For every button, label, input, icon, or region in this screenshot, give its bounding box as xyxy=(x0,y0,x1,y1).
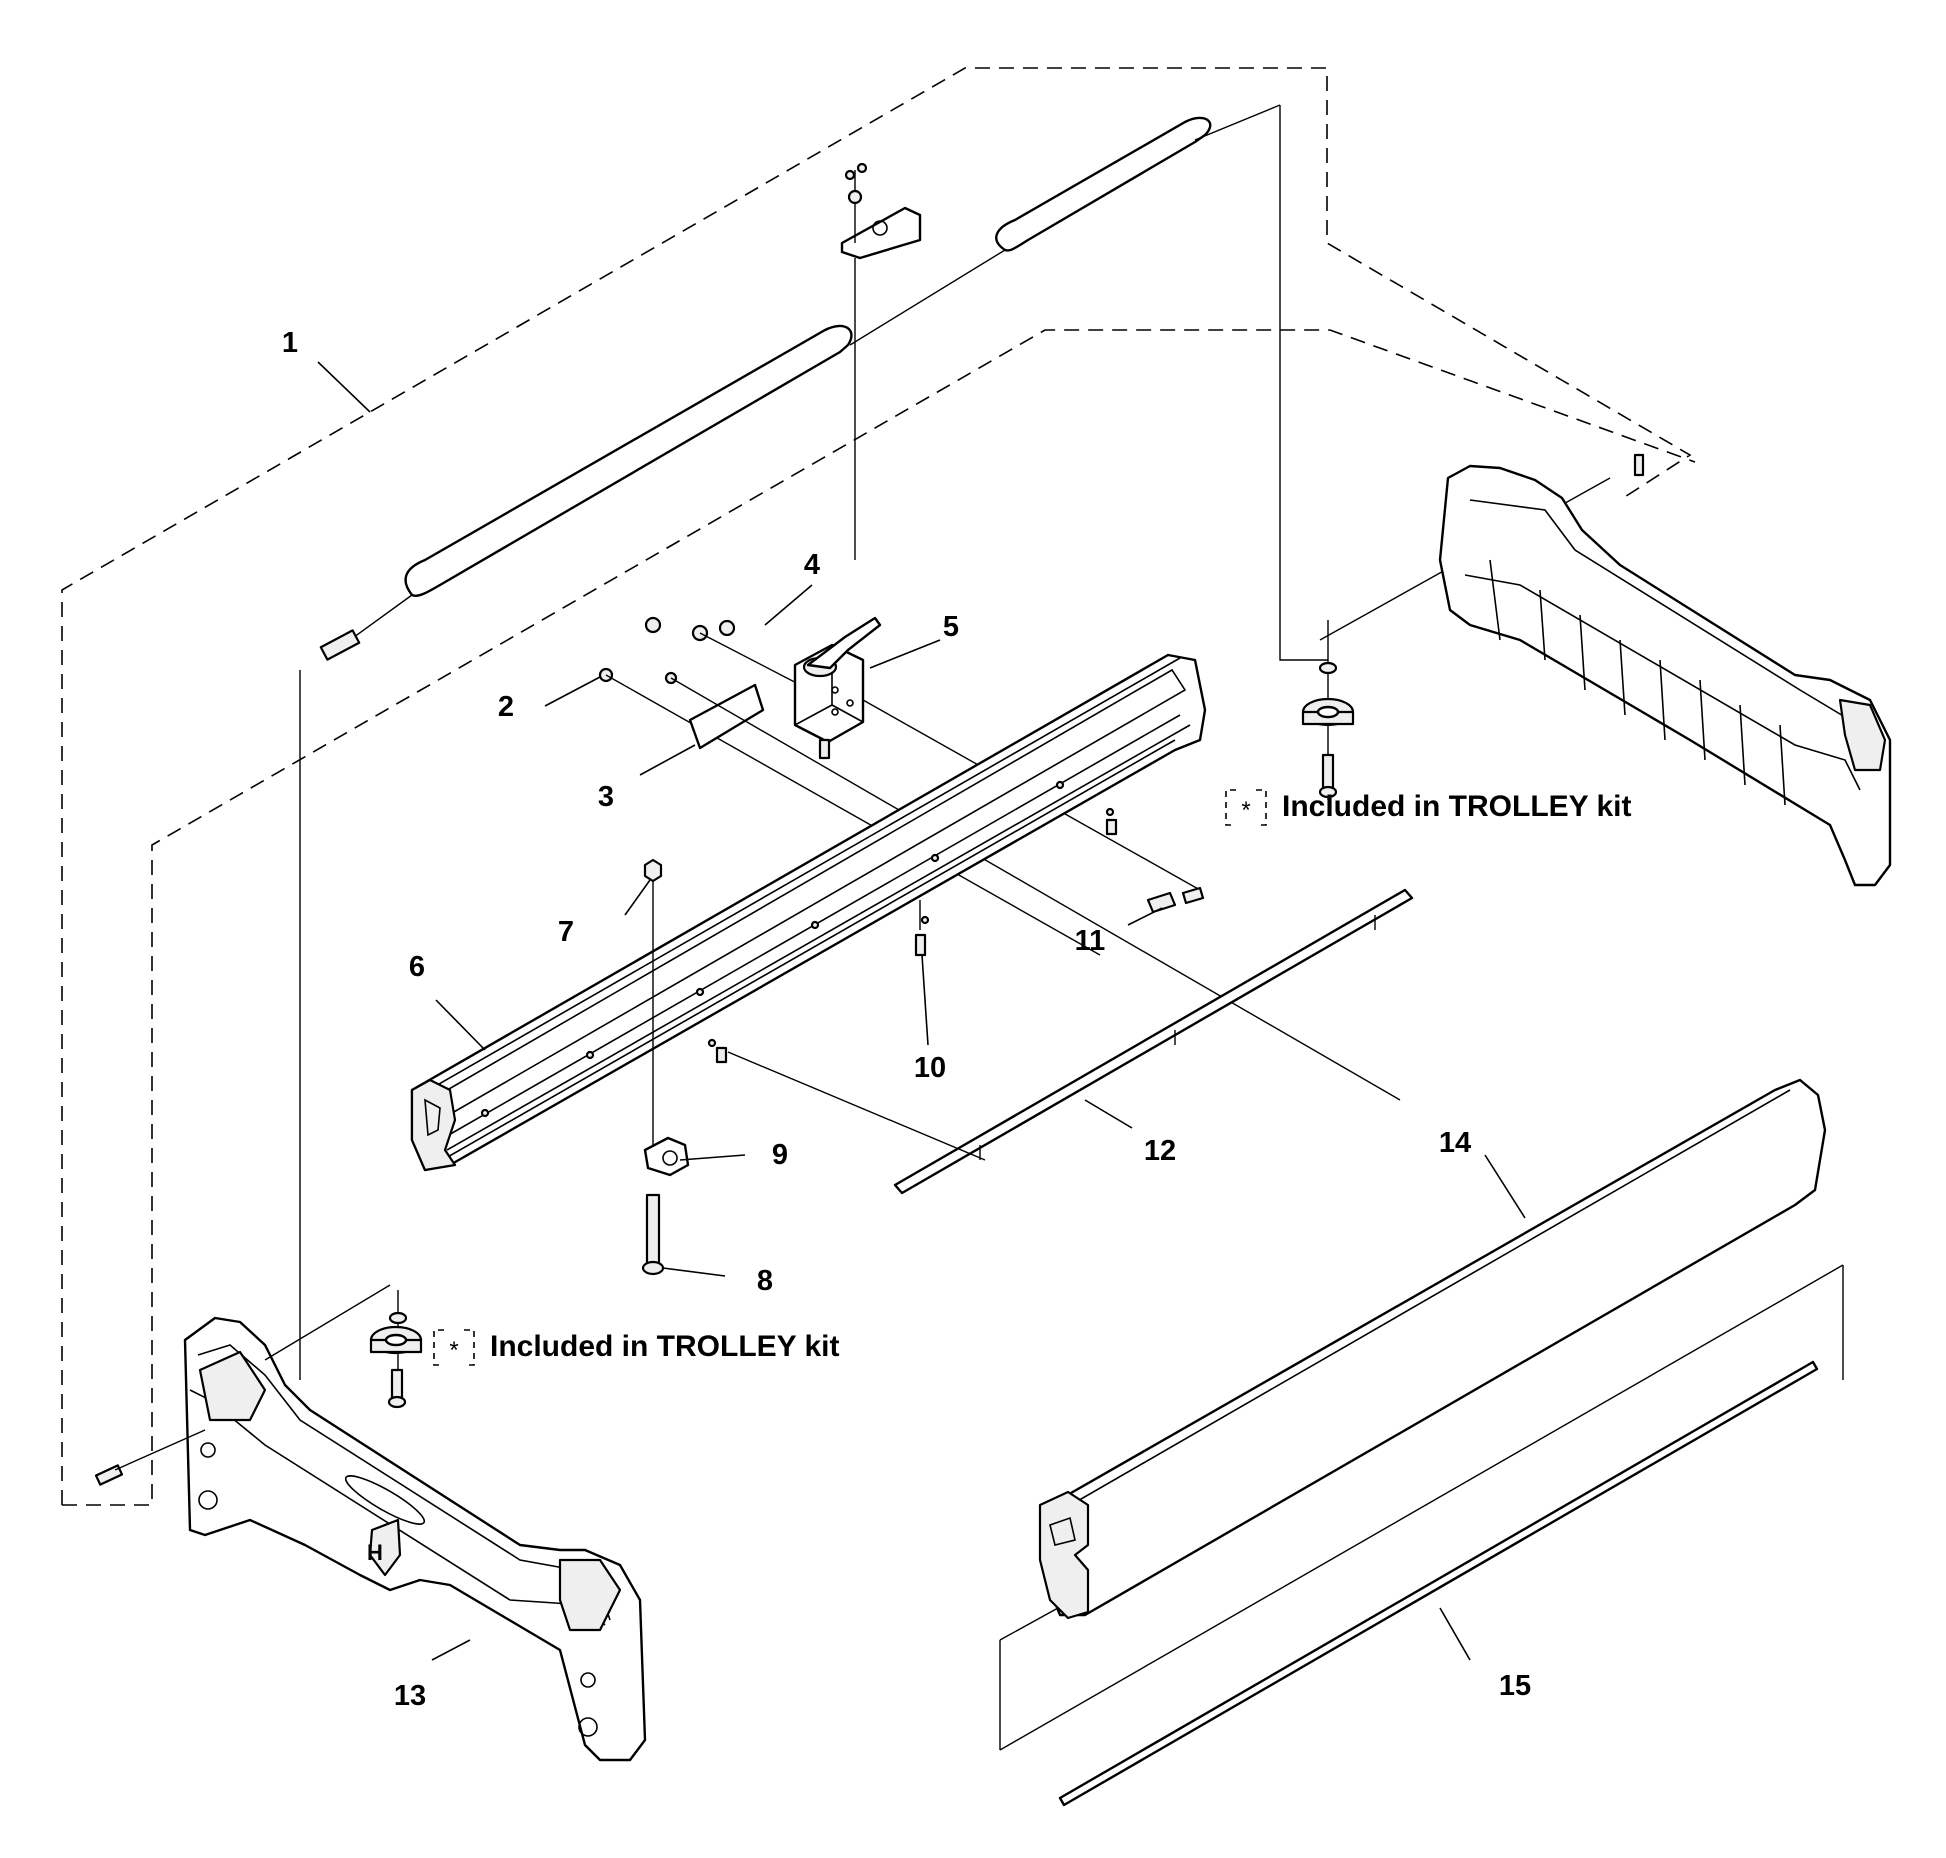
callout-3: 3 xyxy=(598,781,614,813)
rod-15-part xyxy=(1058,1360,1819,1807)
rod-12-part xyxy=(727,888,1414,1195)
assembly-boundary-outer xyxy=(61,67,1692,1505)
cover-profile-14-part xyxy=(999,1078,1844,1751)
trolley-wheel-right-part xyxy=(1301,620,1355,800)
leader-lines xyxy=(317,361,1526,1661)
trolley-note-left: * Included in TROLLEY kit xyxy=(433,1329,839,1366)
nut-4-part xyxy=(691,619,811,691)
assembly-boundary-inner xyxy=(62,329,1696,1506)
clamp-block-5-part xyxy=(793,616,1201,891)
callout-7: 7 xyxy=(558,916,574,948)
assembly-guide-lines xyxy=(299,105,1611,1380)
end-bracket-right-part xyxy=(1438,453,1892,887)
callout-14: 14 xyxy=(1439,1127,1471,1159)
screw-10-part xyxy=(715,818,1118,1064)
trolley-wheel-left-part xyxy=(369,1290,423,1409)
trolley-note-text-left: Included in TROLLEY kit xyxy=(490,1330,839,1363)
callout-10: 10 xyxy=(914,1052,946,1084)
cable-assembly-part xyxy=(319,104,1281,661)
bolt-8-part xyxy=(641,1193,665,1276)
callout-13: 13 xyxy=(394,1680,426,1712)
trolley-note-text-right: Included in TROLLEY kit xyxy=(1282,790,1631,823)
screw-left-bracket-part xyxy=(94,1429,206,1486)
clamp-9-part xyxy=(643,1136,690,1177)
callout-8: 8 xyxy=(757,1265,773,1297)
main-rail-6-part xyxy=(410,653,1207,1172)
screw-2-part xyxy=(598,667,1101,956)
callout-12: 12 xyxy=(1144,1135,1176,1167)
callout-6: 6 xyxy=(409,951,425,983)
brand-logo-mark: H xyxy=(367,1540,383,1565)
callout-5: 5 xyxy=(943,611,959,643)
plate-3-part xyxy=(664,671,1401,1101)
callout-11: 11 xyxy=(1075,925,1106,957)
callout-2: 2 xyxy=(498,691,514,723)
callout-15: 15 xyxy=(1499,1670,1531,1702)
trolley-note-right: * Included in TROLLEY kit xyxy=(1225,789,1631,826)
callout-9: 9 xyxy=(772,1139,788,1171)
callout-1: 1 xyxy=(282,327,298,359)
asterisk-marker: * xyxy=(1241,797,1250,824)
asterisk-marker: * xyxy=(449,1337,458,1364)
end-bracket-left-part: H xyxy=(183,1284,647,1762)
nut-7-part xyxy=(643,616,663,1150)
screw-11-part xyxy=(1146,886,1205,914)
callout-4: 4 xyxy=(804,549,820,581)
